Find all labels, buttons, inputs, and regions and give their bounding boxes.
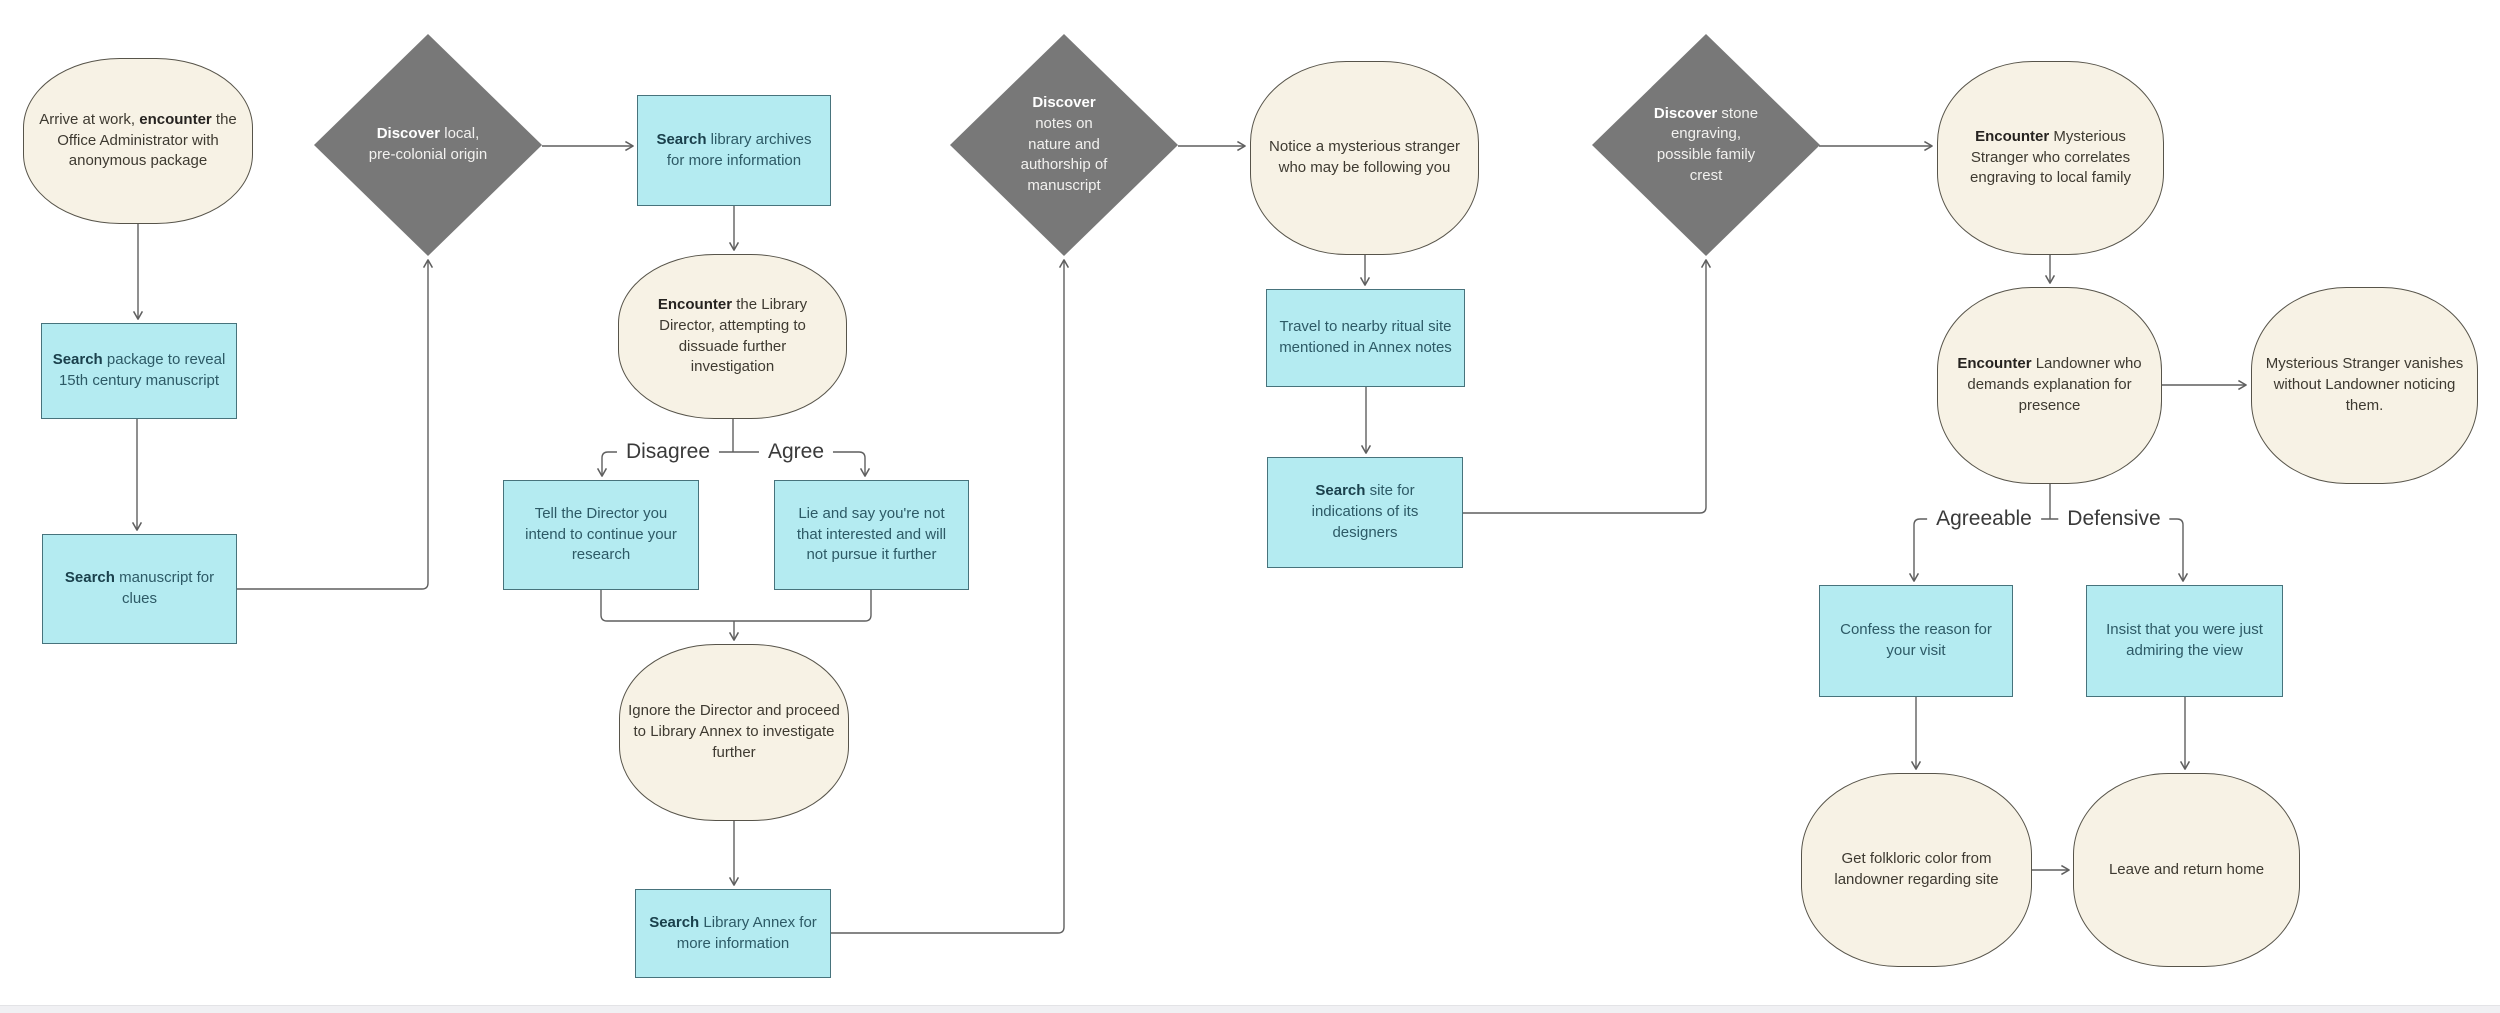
edge-label-defensive[interactable]: Defensive (2058, 506, 2170, 532)
node-text: Ignore the Director and proceed to Libra… (627, 701, 841, 763)
node-text-keyword: Discover (376, 125, 441, 143)
node-text-segment: manuscript for clues (114, 569, 215, 607)
node-text-segment: the Library Director, attempting to diss… (659, 296, 808, 376)
node-text: Discover stone engraving, possible famil… (1649, 104, 1763, 187)
node-text: Discover notes on nature and authorship … (1013, 93, 1115, 196)
node-text-keyword: Encounter (657, 296, 733, 314)
node-text: Tell the Director you intend to continue… (514, 504, 688, 566)
node-text: Encounter Mysterious Stranger who correl… (1952, 127, 2150, 189)
edge-site-d3 (1463, 259, 1712, 514)
edge-tell-merge (600, 590, 734, 622)
node-text-segment: site for indications of its designers (1311, 482, 1419, 541)
node-text: Confess the reason for your visit (1830, 620, 2002, 661)
node-text-keyword: Discover (1032, 94, 1096, 112)
edge-clues-d1 (237, 259, 434, 590)
node-text-segment: Get folkloric color from landowner regar… (1834, 850, 1999, 888)
node-text-segment: stone engraving, possible family crest (1656, 104, 1759, 184)
node-text: Search library archives for more informa… (648, 130, 820, 171)
node-insist[interactable]: Insist that you were just admiring the v… (2086, 585, 2283, 697)
node-text-keyword: encounter (139, 110, 212, 128)
node-text-segment: library archives for more information (666, 130, 812, 169)
node-text: Arrive at work, encounter the Office Adm… (34, 110, 242, 172)
node-text: Search Library Annex for more informatio… (646, 913, 820, 954)
node-text-segment: Travel to nearby ritual site mentioned i… (1279, 318, 1452, 356)
node-archives[interactable]: Search library archives for more informa… (637, 95, 831, 206)
node-pkg[interactable]: Search package to reveal 15th century ma… (41, 323, 237, 419)
edge-label-disagree[interactable]: Disagree (616, 439, 720, 465)
node-text: Discover local, pre-colonial origin (365, 124, 491, 165)
node-text-keyword: Search (656, 130, 707, 148)
node-text-keyword: Search (649, 913, 700, 931)
node-text-keyword: Search (52, 351, 103, 369)
node-confess[interactable]: Confess the reason for your visit (1819, 585, 2013, 697)
node-text-segment: Insist that you were just admiring the v… (2106, 621, 2263, 659)
node-site[interactable]: Search site for indications of its desig… (1267, 457, 1463, 568)
node-director[interactable]: Encounter the Library Director, attempti… (618, 254, 847, 419)
node-text-segment: Arrive at work, (39, 110, 140, 128)
node-text-segment: package to reveal 15th century manuscrip… (58, 351, 226, 389)
node-text: Notice a mysterious stranger who may be … (1257, 137, 1473, 178)
node-landowner[interactable]: Encounter Landowner who demands explanat… (1937, 287, 2162, 484)
node-text-keyword: Encounter (1957, 355, 2032, 373)
node-ignore[interactable]: Ignore the Director and proceed to Libra… (619, 644, 849, 821)
node-text: Get folkloric color from landowner regar… (1809, 849, 2025, 890)
edge-label-agree[interactable]: Agree (758, 439, 834, 465)
node-text: Search site for indications of its desig… (1289, 481, 1441, 543)
node-vanish[interactable]: Mysterious Stranger vanishes without Lan… (2251, 287, 2478, 484)
node-text-segment: Confess the reason for your visit (1840, 621, 1992, 659)
node-text-keyword: Search (1315, 482, 1366, 500)
node-text-segment: Mysterious Stranger vanishes without Lan… (2265, 355, 2464, 414)
node-text-segment: Mysterious Stranger who correlates engra… (1970, 127, 2131, 187)
node-text-segment: local, pre-colonial origin (368, 125, 488, 163)
node-clues[interactable]: Search manuscript for clues (42, 534, 237, 644)
node-text: Leave and return home (2087, 860, 2287, 881)
node-lie[interactable]: Lie and say you're not that interested a… (774, 480, 969, 590)
node-stranger[interactable]: Notice a mysterious stranger who may be … (1250, 61, 1479, 255)
edge-branch-agree (733, 451, 871, 477)
node-folkloric[interactable]: Get folkloric color from landowner regar… (1801, 773, 2032, 967)
edge-lie-merge (734, 590, 872, 622)
node-text-keyword: Discover (1653, 104, 1718, 122)
node-text-segment: Library Annex for more information (676, 913, 817, 952)
node-text: Mysterious Stranger vanishes without Lan… (2264, 354, 2466, 416)
node-text-segment: Leave and return home (2108, 860, 2265, 878)
node-text-segment: Lie and say you're not that interested a… (796, 504, 947, 564)
node-text: Search package to reveal 15th century ma… (52, 350, 226, 391)
edge-branch-defensive (2050, 518, 2189, 582)
canvas-bottom-divider (0, 1005, 2500, 1013)
node-text: Encounter the Library Director, attempti… (637, 295, 829, 378)
edge-branch-disagree (596, 451, 733, 477)
node-text-keyword: Search (64, 569, 115, 587)
node-text: Lie and say you're not that interested a… (785, 504, 958, 566)
node-text-segment: Notice a mysterious stranger who may be … (1269, 138, 1460, 176)
node-text-keyword: Encounter (1975, 127, 2050, 145)
edge-annex-d2 (831, 259, 1070, 934)
node-text: Insist that you were just admiring the v… (2097, 620, 2272, 661)
node-text-segment: notes on nature and authorship of manusc… (1020, 114, 1108, 195)
edge-label-agreeable[interactable]: Agreeable (1927, 506, 2041, 532)
node-annex[interactable]: Search Library Annex for more informatio… (635, 889, 831, 978)
node-travel[interactable]: Travel to nearby ritual site mentioned i… (1266, 289, 1465, 387)
node-text-segment: Tell the Director you intend to continue… (525, 504, 677, 564)
node-tell[interactable]: Tell the Director you intend to continue… (503, 480, 699, 590)
node-text-segment: Landowner who demands explanation for pr… (1967, 355, 2142, 414)
node-correlate[interactable]: Encounter Mysterious Stranger who correl… (1937, 61, 2164, 255)
node-start[interactable]: Arrive at work, encounter the Office Adm… (23, 58, 253, 224)
node-text: Travel to nearby ritual site mentioned i… (1277, 317, 1454, 358)
node-text: Search manuscript for clues (60, 568, 220, 609)
edge-branch-agreeable (1908, 518, 2050, 582)
node-text-segment: the Office Administrator with anonymous … (57, 110, 237, 170)
node-leave[interactable]: Leave and return home (2073, 773, 2300, 967)
node-text-segment: Ignore the Director and proceed to Libra… (628, 702, 840, 761)
node-text: Encounter Landowner who demands explanat… (1951, 354, 2149, 416)
